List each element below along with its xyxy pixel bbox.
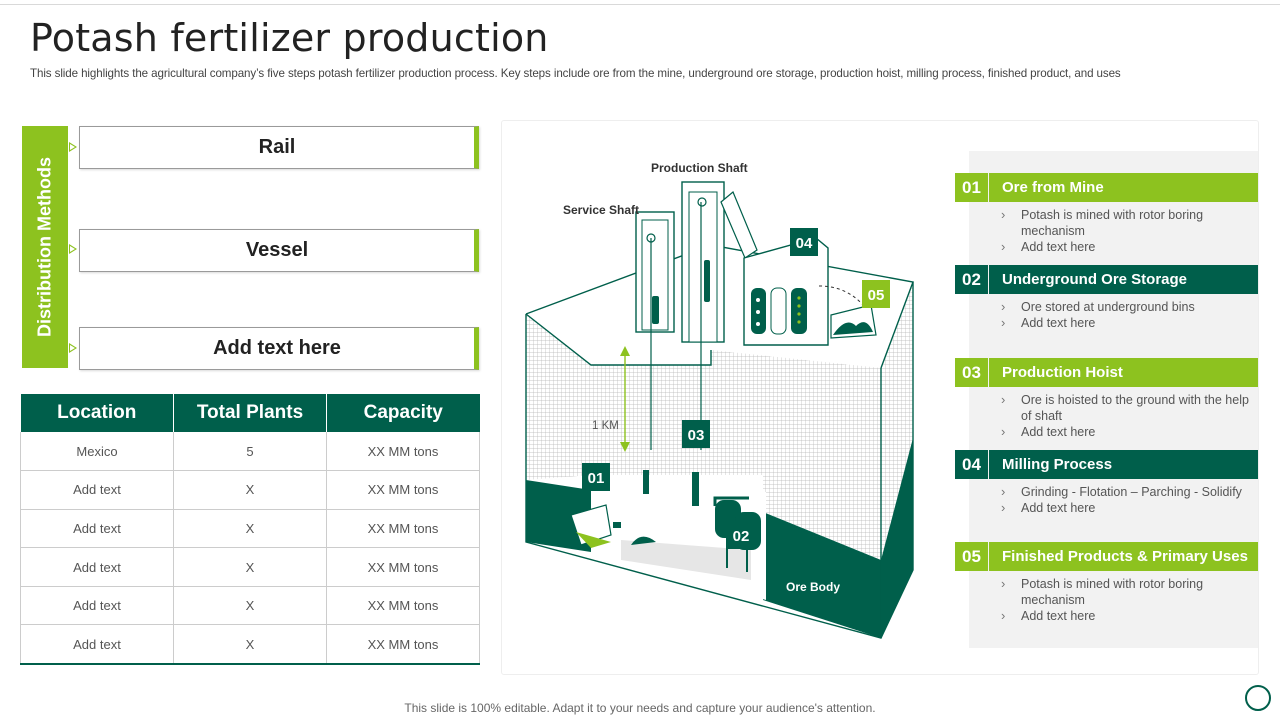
list-item: Add text here	[1001, 608, 1258, 624]
list-item: Ore is hoisted to the ground with the he…	[1001, 392, 1258, 424]
cell-capacity: XX MM tons	[326, 509, 480, 549]
step-bullets: Potash is mined with rotor boring mechan…	[955, 576, 1258, 624]
list-item: Add text here	[1001, 424, 1258, 440]
ore-body-label: Ore Body	[786, 580, 840, 594]
triangle-arrow-icon	[69, 244, 77, 254]
list-item: Add text here	[1001, 500, 1258, 516]
cell-total-plants: X	[173, 470, 327, 510]
step-title: Ore from Mine	[989, 173, 1258, 202]
marker-05: 05	[862, 280, 890, 308]
cell-location: Add text	[20, 547, 174, 587]
triangle-arrow-icon	[69, 142, 77, 152]
conveyor	[720, 191, 758, 259]
distribution-item-placeholder: Add text here	[79, 327, 479, 370]
svg-text:02: 02	[733, 528, 750, 545]
cell-capacity: XX MM tons	[326, 432, 480, 472]
step-number: 04	[955, 450, 988, 479]
cell-total-plants: X	[173, 586, 327, 626]
column-header-capacity: Capacity	[326, 394, 480, 432]
service-shaft-label: Service Shaft	[563, 203, 639, 217]
step-title: Milling Process	[989, 450, 1258, 479]
plants-table: Location Total Plants Capacity Mexico 5 …	[20, 394, 480, 665]
step-title: Underground Ore Storage	[989, 265, 1258, 294]
list-item: Grinding - Flotation – Parching - Solidi…	[1001, 484, 1258, 500]
triangle-arrow-icon	[69, 343, 77, 353]
distribution-methods-text: Distribution Methods	[34, 157, 55, 337]
cell-location: Mexico	[20, 432, 174, 472]
cell-capacity: XX MM tons	[326, 624, 480, 665]
cell-location: Add text	[20, 624, 174, 665]
cell-capacity: XX MM tons	[326, 470, 480, 510]
step-number: 03	[955, 358, 988, 387]
step-number: 05	[955, 542, 988, 571]
svg-text:04: 04	[796, 235, 813, 252]
page-subtitle: This slide highlights the agricultural c…	[30, 67, 1121, 80]
table-row: Add text X XX MM tons	[20, 547, 480, 587]
step-03: 03 Production Hoist Ore is hoisted to th…	[955, 358, 1258, 440]
table-header-row: Location Total Plants Capacity	[20, 394, 480, 432]
cell-total-plants: X	[173, 547, 327, 587]
cell-capacity: XX MM tons	[326, 586, 480, 626]
step-bullets: Grinding - Flotation – Parching - Solidi…	[955, 484, 1258, 516]
column-header-location: Location	[20, 394, 174, 432]
step-05: 05 Finished Products & Primary Uses Pota…	[955, 542, 1258, 624]
step-title: Production Hoist	[989, 358, 1258, 387]
cell-location: Add text	[20, 586, 174, 626]
table-row: Add text X XX MM tons	[20, 624, 480, 665]
strata-left	[526, 480, 591, 552]
step-01: 01 Ore from Mine Potash is mined with ro…	[955, 173, 1258, 255]
svg-text:05: 05	[868, 287, 885, 304]
distribution-item-vessel: Vessel	[79, 229, 479, 272]
list-item: Potash is mined with rotor boring mechan…	[1001, 207, 1258, 239]
cell-total-plants: X	[173, 509, 327, 549]
cell-capacity: XX MM tons	[326, 547, 480, 587]
column-header-total-plants: Total Plants	[173, 394, 327, 432]
marker-01: 01	[582, 463, 610, 491]
step-04: 04 Milling Process Grinding - Flotation …	[955, 450, 1258, 516]
circle-icon	[1245, 685, 1271, 711]
cell-location: Add text	[20, 470, 174, 510]
production-shaft-label: Production Shaft	[651, 161, 748, 175]
table-row: Mexico 5 XX MM tons	[20, 432, 480, 472]
list-item: Ore stored at underground bins	[1001, 299, 1258, 315]
step-bullets: Ore stored at underground bins Add text …	[955, 299, 1258, 331]
cell-total-plants: X	[173, 624, 327, 665]
mine-cross-section-illustration: Production Shaft Service Shaft 1 KM Ore …	[525, 161, 914, 639]
step-bullets: Potash is mined with rotor boring mechan…	[955, 207, 1258, 255]
page-title: Potash fertilizer production	[30, 16, 549, 60]
marker-04: 04	[790, 228, 818, 256]
footer-note: This slide is 100% editable. Adapt it to…	[404, 701, 876, 715]
svg-text:01: 01	[588, 470, 605, 487]
rock-face-right	[711, 350, 881, 560]
svg-text:03: 03	[688, 427, 705, 444]
list-item: Potash is mined with rotor boring mechan…	[1001, 576, 1258, 608]
marker-02: 02	[727, 521, 755, 549]
step-title: Finished Products & Primary Uses	[989, 542, 1258, 571]
step-02: 02 Underground Ore Storage Ore stored at…	[955, 265, 1258, 331]
table-row: Add text X XX MM tons	[20, 509, 480, 549]
ore-body-strata	[763, 512, 881, 638]
rock-face-side	[881, 282, 913, 560]
top-divider	[0, 4, 1280, 5]
table-row: Add text X XX MM tons	[20, 470, 480, 510]
table-row: Add text X XX MM tons	[20, 586, 480, 626]
step-bullets: Ore is hoisted to the ground with the he…	[955, 392, 1258, 440]
list-item: Add text here	[1001, 315, 1258, 331]
strata-side	[881, 438, 913, 638]
list-item: Add text here	[1001, 239, 1258, 255]
distribution-item-rail: Rail	[79, 126, 479, 169]
rock-face-left	[526, 314, 591, 480]
cell-total-plants: 5	[173, 432, 327, 472]
cavern-floor	[621, 540, 751, 580]
cell-location: Add text	[20, 509, 174, 549]
depth-label: 1 KM	[592, 420, 619, 432]
step-number: 02	[955, 265, 988, 294]
step-number: 01	[955, 173, 988, 202]
marker-03: 03	[682, 420, 710, 448]
distribution-methods-label: Distribution Methods	[22, 126, 68, 368]
